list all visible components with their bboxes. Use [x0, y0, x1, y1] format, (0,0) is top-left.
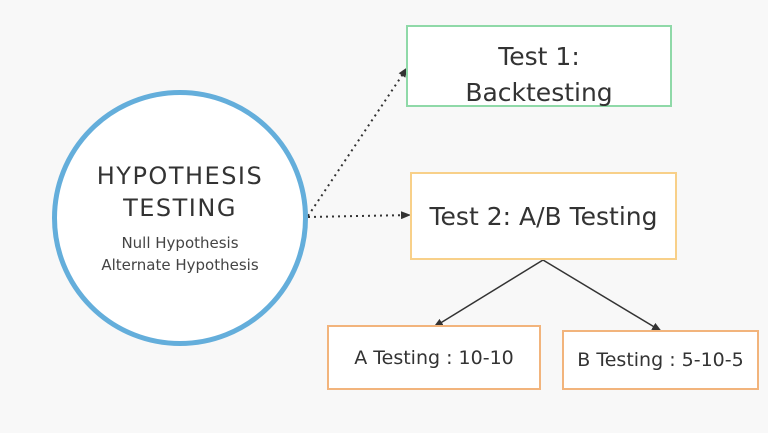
b-testing-node: B Testing : 5-10-5 [562, 330, 759, 390]
hypothesis-title-line1: HYPOTHESIS [96, 162, 264, 190]
a-testing-node: A Testing : 10-10 [327, 325, 541, 390]
test2-ab-testing-node: Test 2: A/B Testing [410, 172, 677, 260]
test1-label-line2: Backtesting [465, 78, 613, 107]
hypothesis-testing-node: HYPOTHESIS TESTING Null Hypothesis Alter… [52, 90, 308, 346]
test1-label-line1: Test 1: [498, 42, 580, 71]
b-testing-label: B Testing : 5-10-5 [577, 349, 744, 371]
null-hypothesis-label: Null Hypothesis [121, 234, 239, 252]
hypothesis-title-line2: TESTING [123, 194, 237, 222]
arrow-hypothesis-to-test2 [307, 211, 411, 220]
test2-label: Test 2: A/B Testing [429, 201, 658, 231]
a-testing-label: A Testing : 10-10 [354, 346, 514, 369]
arrow-test2-to-test-b [542, 259, 662, 332]
test1-backtesting-node: Test 1: Backtesting [406, 25, 672, 107]
arrow-test2-to-test-a [433, 259, 544, 328]
arrow-hypothesis-to-test1 [307, 67, 408, 217]
alternate-hypothesis-label: Alternate Hypothesis [101, 256, 259, 274]
hypothesis-title: HYPOTHESIS TESTING [97, 160, 264, 224]
